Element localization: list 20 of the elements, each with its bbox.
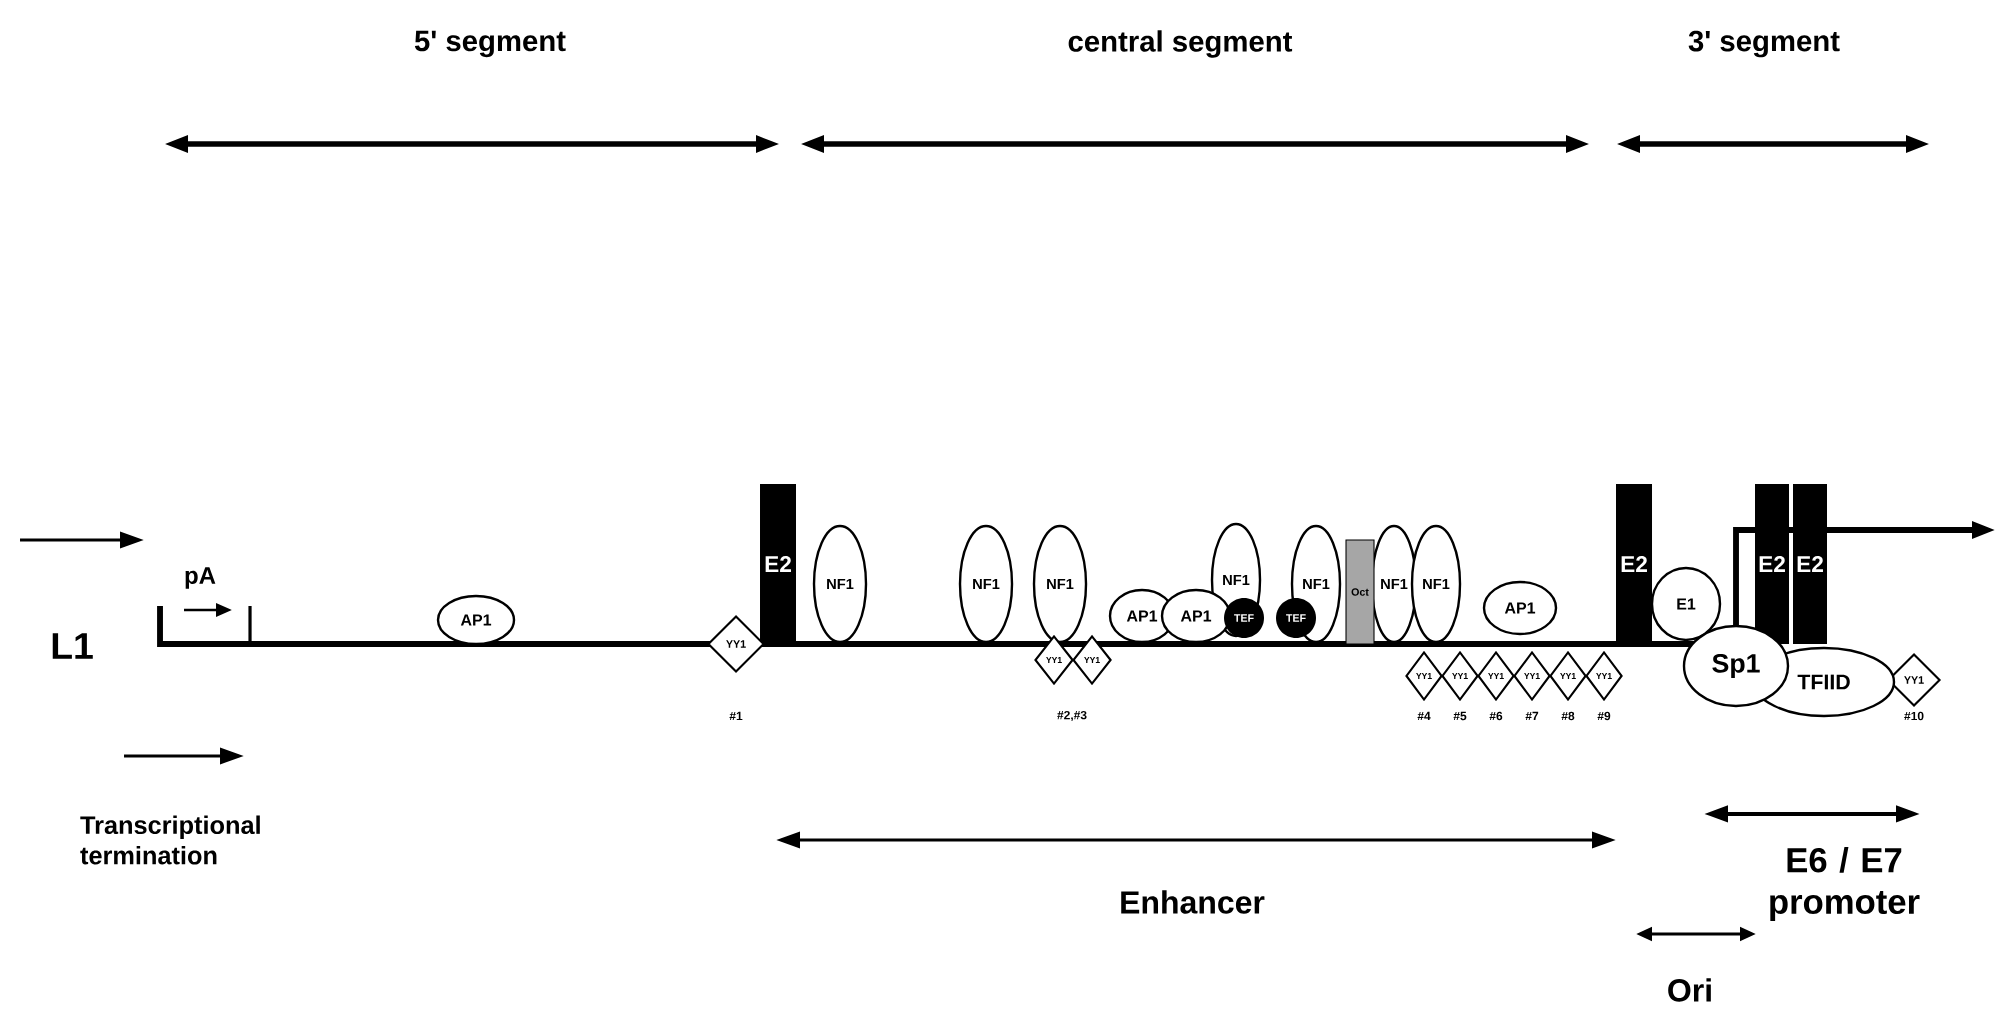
protein-oval: AP1 bbox=[1160, 588, 1232, 644]
protein-oval: Sp1 bbox=[1682, 624, 1790, 708]
protein-oval: AP1 bbox=[1482, 580, 1558, 636]
region-label: Transcriptional termination bbox=[80, 815, 260, 865]
gene-label: L1 bbox=[52, 633, 93, 659]
site-label: pA bbox=[185, 567, 216, 589]
binding-bar: E2 bbox=[1616, 484, 1652, 644]
node-label: E2 bbox=[765, 556, 791, 572]
protein-oval: AP1 bbox=[436, 594, 516, 646]
protein-oval: E1 bbox=[1650, 566, 1722, 642]
binding-bar: E2 bbox=[1755, 484, 1789, 644]
region-label: Ori bbox=[1668, 978, 1711, 1002]
node-label: E2 bbox=[1621, 556, 1647, 572]
segment-label: 5' segment bbox=[414, 30, 566, 58]
segment-label: central segment bbox=[1068, 30, 1293, 58]
region-label: Enhancer bbox=[1121, 890, 1265, 914]
segment-label: 3' segment bbox=[1688, 30, 1840, 58]
binding-bar: E2 bbox=[760, 484, 796, 644]
region-label: E6 / E7 promoter bbox=[1770, 847, 1920, 921]
binding-bar: E2 bbox=[1793, 484, 1827, 644]
